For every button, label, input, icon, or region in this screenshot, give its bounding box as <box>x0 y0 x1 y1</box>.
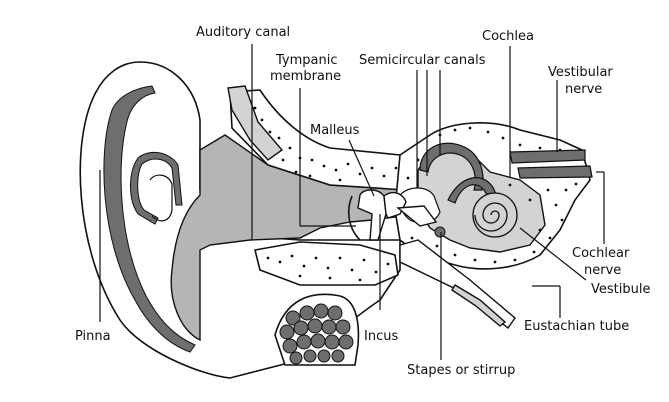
label-cochlear-line2: nerve <box>584 263 621 278</box>
pinna-fold-inner <box>103 85 196 353</box>
malleus-shape <box>357 189 387 241</box>
tympanic-membrane-shape <box>347 195 361 241</box>
label-pinna: Pinna <box>75 329 111 344</box>
pinna-antihelix <box>130 151 183 225</box>
label-semicircular-canals: Semicircular canals <box>359 53 486 68</box>
label-tympanic-line1: Tympanic <box>275 53 338 68</box>
label-incus: Incus <box>364 329 398 344</box>
stapes-shape <box>396 205 438 227</box>
label-malleus: Malleus <box>310 123 360 138</box>
mastoid-cells <box>279 303 354 365</box>
stapes-footplate <box>434 226 446 238</box>
incus-shape <box>383 191 407 219</box>
label-auditory-canal: Auditory canal <box>196 25 290 40</box>
auditory-canal-region <box>170 134 411 342</box>
eustachian-tube-inner <box>451 284 507 327</box>
label-vestibule: Vestibule <box>591 282 650 297</box>
label-tympanic-line2: membrane <box>270 69 341 84</box>
cochlear-nerve-shape <box>517 165 593 179</box>
pinna-concha <box>149 174 173 222</box>
vestibular-nerve-shape <box>509 149 586 164</box>
temporal-bone-upper <box>229 89 433 191</box>
cochlea-spiral <box>472 192 518 238</box>
label-cochlea: Cochlea <box>482 29 534 44</box>
label-cochlear-line1: Cochlear <box>572 246 630 261</box>
canal-lining-gray <box>227 85 284 161</box>
label-stapes: Stapes or stirrup <box>407 363 515 378</box>
temporal-bone-lower <box>254 241 399 286</box>
label-vestibular-line2: nerve <box>565 82 602 97</box>
label-eustachian-tube: Eustachian tube <box>524 319 629 334</box>
semicircular-canal-1 <box>419 142 484 191</box>
label-vestibular-line1: Vestibular <box>548 65 613 80</box>
leader-lines <box>99 44 605 360</box>
